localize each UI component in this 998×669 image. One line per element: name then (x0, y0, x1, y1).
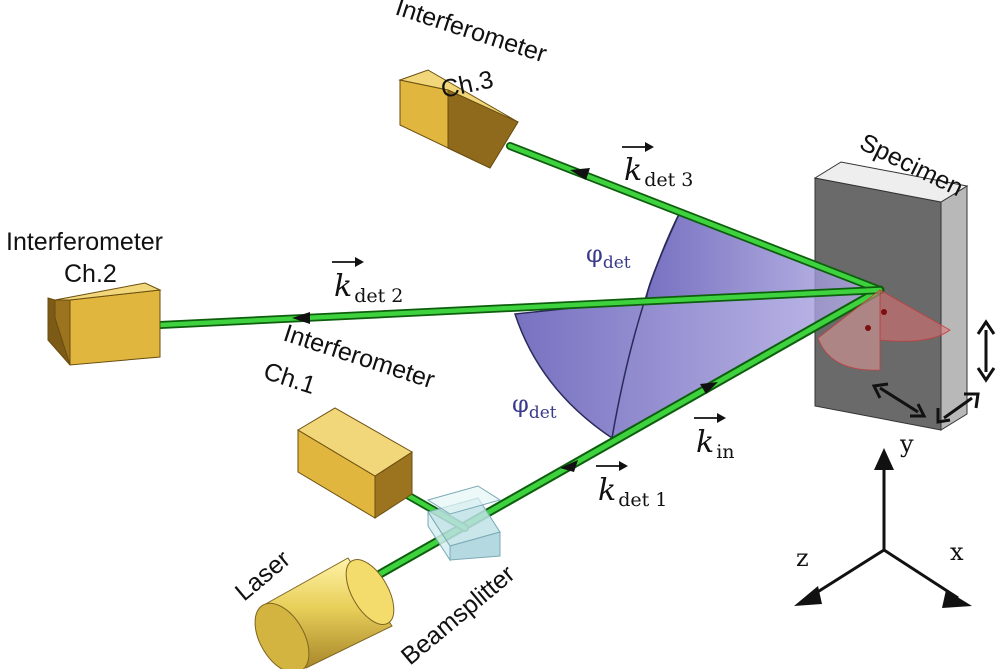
k-det1-subscript: det 1 (618, 489, 667, 511)
phi-lower-symbol: φ (512, 390, 529, 418)
phi-lower-subscript: det (529, 403, 557, 423)
label-ch2-title: Interferometer (6, 228, 163, 256)
angle-label-lower: φdet (512, 390, 557, 423)
beamsplitter-cube (426, 485, 502, 562)
arrow-det-3 (570, 168, 590, 180)
k-in-subscript: in (716, 441, 734, 463)
angle-label-upper: φdet (586, 240, 631, 273)
axis-label-y: y (899, 430, 914, 458)
axis-label-x: x (950, 538, 964, 566)
interferometer-ch1-box (297, 407, 413, 519)
k-det3-subscript: det 3 (644, 169, 693, 191)
axis-indicator (794, 448, 972, 608)
k-in-symbol: k (696, 425, 714, 460)
phi-upper-symbol: φ (586, 240, 603, 268)
k-det2-subscript: det 2 (354, 285, 403, 307)
label-ch1-channel: Ch.1 (260, 357, 319, 400)
label-ch3-channel: Ch.3 (438, 66, 495, 104)
svg-text:kin: kin (696, 425, 735, 463)
arrow-det-1 (560, 460, 578, 472)
label-interferometer-ch2: Interferometer Ch.2 (6, 228, 163, 288)
phi-det-arc (611, 211, 681, 439)
angle-sectors (513, 211, 881, 439)
arrow-in (700, 382, 718, 394)
arrow-det-2 (292, 312, 310, 324)
k-det3-symbol: k (624, 153, 642, 188)
phi-det-sector-lower (513, 289, 881, 439)
axis-label-z: z (796, 544, 809, 572)
phi-upper-subscript: det (603, 253, 631, 273)
k-det2-symbol: k (334, 269, 352, 304)
label-interferometer-ch1: Interferometer Ch.1 (260, 319, 438, 400)
label-beamsplitter: Beamsplitter (396, 560, 520, 669)
label-ch2-channel: Ch.2 (64, 260, 117, 288)
laser-cylinder (254, 557, 395, 669)
specimen-motion-arrows (871, 319, 996, 424)
interferometer-ch2-box (47, 282, 162, 366)
detection-spot (817, 289, 951, 371)
label-ch3-title: Interferometer (392, 0, 550, 68)
interferometer-ch3-box (398, 69, 519, 169)
k-det1-symbol: k (598, 473, 616, 508)
